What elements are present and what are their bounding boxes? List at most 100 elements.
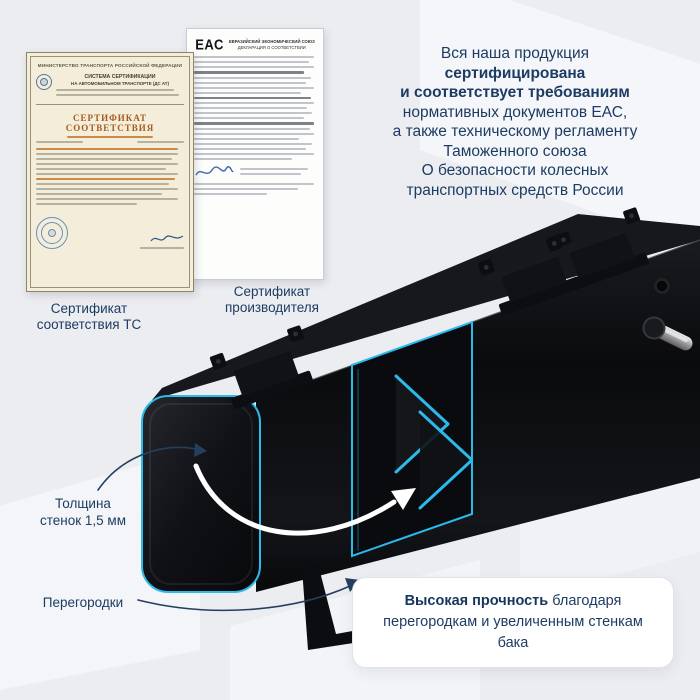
text-line [194, 91, 302, 94]
text-line [36, 140, 84, 143]
text-line [194, 157, 292, 160]
callout-line: стенок 1,5 мм [40, 513, 126, 528]
intro-line: транспортных средств России [406, 181, 624, 199]
cert-tc-title: СЕРТИФИКАТ СООТВЕТСТВИЯ [65, 112, 155, 133]
cert-mfr-body-lines [194, 56, 316, 160]
strength-card-text: Высокая прочность благодаря перегородкам… [373, 591, 653, 654]
intro-line: О безопасности колесных [421, 162, 609, 179]
blue-signature-icon [195, 165, 234, 175]
text-line [194, 137, 299, 140]
text-line [240, 168, 309, 170]
cert-tc-address-lines [56, 88, 184, 96]
intro-text: Вся наша продукция сертифицирована и соо… [352, 44, 678, 200]
certificate-manufacturer-caption: Сертификат производителя [203, 284, 341, 316]
cert-tc-body-lines [36, 147, 184, 205]
text-line [194, 182, 314, 185]
eac-logo: ЕАС [195, 35, 224, 54]
text-line [194, 86, 314, 89]
text-line [56, 93, 179, 96]
strength-card-highlight: Высокая прочность [404, 593, 549, 609]
cert-mfr-union-line1: ЕВРАЗИЙСКИЙ ЭКОНОМИЧЕСКИЙ СОЮЗ [228, 39, 315, 44]
filler-hole [654, 278, 670, 294]
text-line [36, 182, 170, 185]
text-line [194, 81, 307, 84]
white-arrow [193, 463, 416, 536]
cert-tc-system-line1: СИСТЕМА СЕРТИФИКАЦИИ [84, 73, 156, 80]
cert-tc-dates [36, 140, 184, 143]
signature-icon [150, 235, 184, 242]
intro-line: и соответствует требованиям [400, 84, 630, 101]
cert-mfr-union-line2: ДЕКЛАРАЦИЯ О СООТВЕТСТВИИ [237, 45, 306, 50]
text-line [140, 246, 184, 249]
text-line [194, 107, 308, 109]
text-line [36, 162, 179, 165]
certificate-tc-caption: Сертификат соответствия ТС [14, 301, 164, 333]
text-line [194, 56, 314, 58]
mounting-strap [302, 564, 360, 650]
text-line [194, 192, 268, 195]
text-line [194, 142, 313, 145]
text-line [36, 172, 179, 175]
text-line [194, 96, 312, 99]
cert-tc-header: СИСТЕМА СЕРТИФИКАЦИИ НА АВТОМОБИЛЬНОМ ТР… [36, 73, 184, 99]
text-line [194, 102, 314, 104]
callout-partitions: Перегородки [42, 595, 124, 610]
partition-chevrons [394, 374, 472, 510]
text-line [36, 187, 179, 190]
strength-card-rest: благодаря перегородкам и увеличенным сте… [383, 593, 643, 651]
cert-tc-number-line [67, 135, 153, 138]
cert-tc-ministry: МИНИСТЕРСТВО ТРАНСПОРТА РОССИЙСКОЙ ФЕДЕР… [37, 63, 183, 68]
text-line [36, 197, 179, 200]
cert-tc-stamp-icon [36, 216, 68, 249]
text-line [194, 71, 304, 74]
text-line [36, 147, 179, 150]
text-line [36, 157, 173, 160]
caption-line: производителя [225, 300, 319, 315]
cert-tc-system-line2: НА АВТОМОБИЛЬНОМ ТРАНСПОРТЕ (ДС АТ) [71, 80, 169, 86]
text-line [240, 173, 301, 175]
wall-thickness-arrow [97, 443, 207, 491]
text-line [194, 76, 312, 79]
text-line [194, 112, 313, 114]
text-line [36, 202, 137, 205]
drain-bolt [642, 316, 693, 351]
intro-line: а также техническому регламенту [392, 123, 638, 140]
divider [36, 103, 184, 105]
text-line [136, 140, 184, 143]
intro-line: Вся наша продукция [440, 45, 590, 62]
text-line [36, 177, 176, 180]
cert-mfr-header: ЕАС ЕВРАЗИЙСКИЙ ЭКОНОМИЧЕСКИЙ СОЮЗ ДЕКЛА… [194, 35, 316, 54]
callout-line: Толщина [55, 496, 111, 511]
cert-mfr-signature-row [194, 164, 316, 180]
callout-wall-thickness: Толщина стенок 1,5 мм [22, 495, 144, 529]
certificate-manufacturer: ЕАС ЕВРАЗИЙСКИЙ ЭКОНОМИЧЕСКИЙ СОЮЗ ДЕКЛА… [186, 28, 324, 280]
bg-shape [420, 0, 700, 250]
text-line [194, 66, 314, 68]
intro-line: сертифицирована [444, 64, 586, 82]
text-line [56, 88, 174, 91]
tank-end-cap-inner [149, 403, 253, 585]
text-line [194, 122, 314, 125]
intro-line: Таможенного союза [443, 142, 587, 160]
text-line [36, 192, 162, 195]
text-line [194, 152, 314, 155]
text-line [194, 147, 307, 150]
text-line [36, 167, 167, 170]
tank-end-cap [141, 395, 261, 593]
certificate-tc: МИНИСТЕРСТВО ТРАНСПОРТА РОССИЙСКОЙ ФЕДЕР… [26, 52, 194, 292]
intro-line: нормативных документов ЕАС, [402, 103, 628, 121]
cert-tc-emblem-icon [36, 73, 52, 90]
strength-card: Высокая прочность благодаря перегородкам… [352, 577, 674, 668]
text-line [194, 132, 314, 135]
cert-mfr-sig-lines [240, 165, 316, 178]
text-line [194, 187, 298, 190]
caption-line: Сертификат [50, 301, 128, 316]
text-line [194, 117, 304, 119]
text-line [194, 127, 310, 130]
text-line [36, 152, 179, 155]
cert-mfr-footer-lines [194, 182, 316, 195]
text-line [194, 61, 309, 63]
caption-line: соответствия ТС [36, 317, 142, 332]
